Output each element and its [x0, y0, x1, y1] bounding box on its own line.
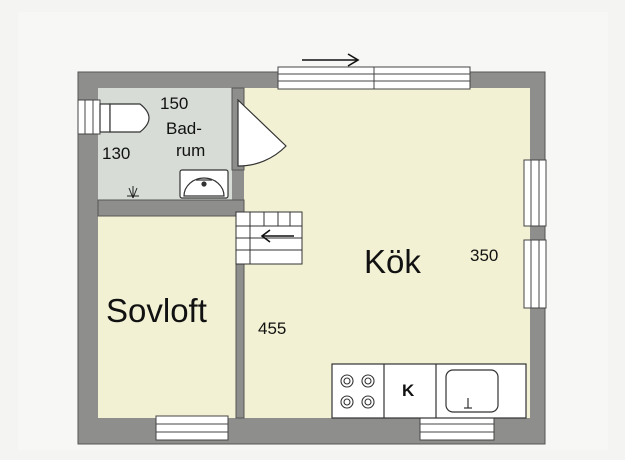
toilet-icon [99, 103, 150, 133]
bathroom-label-line2: rum [176, 141, 206, 160]
window-bottom-left [155, 415, 229, 441]
bathroom-door [237, 98, 287, 167]
kitchen-depth-dimension: 350 [470, 246, 499, 265]
fridge-label: K [402, 381, 415, 400]
window-left [77, 99, 101, 135]
bathroom-loft-wall [97, 199, 245, 217]
kitchen-width-dimension: 455 [258, 319, 287, 338]
stair-arrow [260, 229, 294, 243]
kitchen-label: Kök [364, 243, 421, 280]
window-bottom-right [419, 415, 495, 441]
sink-icon [445, 369, 499, 413]
bath-width-dimension: 150 [160, 94, 189, 113]
loft-kitchen-wall [235, 261, 245, 419]
shower-drain-icon [127, 186, 139, 199]
loft-floor [98, 216, 236, 418]
loft-label: Sovloft [106, 292, 207, 329]
staircase [235, 211, 303, 265]
washbasin-icon [179, 169, 229, 199]
bathroom-label-line1: Bad- [166, 119, 202, 138]
sliding-arrow [302, 53, 360, 67]
bath-depth-dimension: 130 [102, 144, 131, 163]
window-right-lower [523, 239, 547, 309]
window-top [277, 66, 471, 90]
stove-icon [340, 374, 375, 409]
window-right-upper [523, 159, 547, 227]
